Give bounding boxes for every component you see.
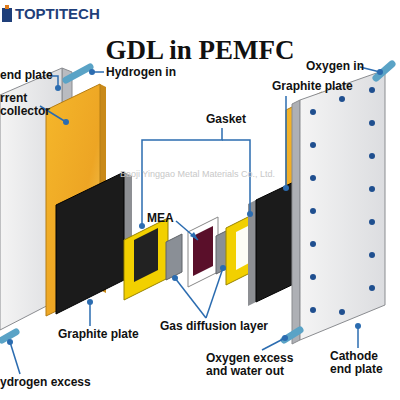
part-name: Graphite plate xyxy=(272,80,353,93)
part-name: end plate xyxy=(0,69,53,82)
cathode-end-plate xyxy=(292,70,385,344)
anode-gasket xyxy=(124,218,168,300)
anode-gdl xyxy=(166,234,182,280)
brand-logo: TOPTITECH xyxy=(15,6,100,23)
logo-icon xyxy=(2,5,12,22)
flow-label: Hydrogen in xyxy=(106,66,176,79)
hydrogen-outlet-pipe xyxy=(2,332,16,340)
anode-graphite-plate xyxy=(56,172,124,314)
part-name: Gasket xyxy=(206,113,246,126)
flow-label: Oxygen excess and water out xyxy=(206,352,318,378)
leader-dots xyxy=(7,69,383,345)
oxygen-inlet-pipe xyxy=(376,64,392,78)
hydrogen-inlet-pipe xyxy=(66,67,90,80)
part-name: Graphite plate xyxy=(58,328,139,341)
mea-membrane xyxy=(188,217,218,287)
flow-label: Oxygen in xyxy=(306,60,364,73)
part-name: Gas diffusion layer xyxy=(160,320,268,333)
part-name: MEA xyxy=(147,212,174,225)
watermark: Baoji Yinggao Metal Materials Co., Ltd. xyxy=(120,170,275,180)
part-name: Cathode end plate xyxy=(330,350,392,376)
graphite-plate-side xyxy=(248,200,256,306)
flow-label: ydrogen excess xyxy=(0,376,91,389)
leader-lines xyxy=(10,67,380,374)
part-name: rrent collector xyxy=(0,92,46,118)
mea-arrowhead xyxy=(190,232,198,240)
